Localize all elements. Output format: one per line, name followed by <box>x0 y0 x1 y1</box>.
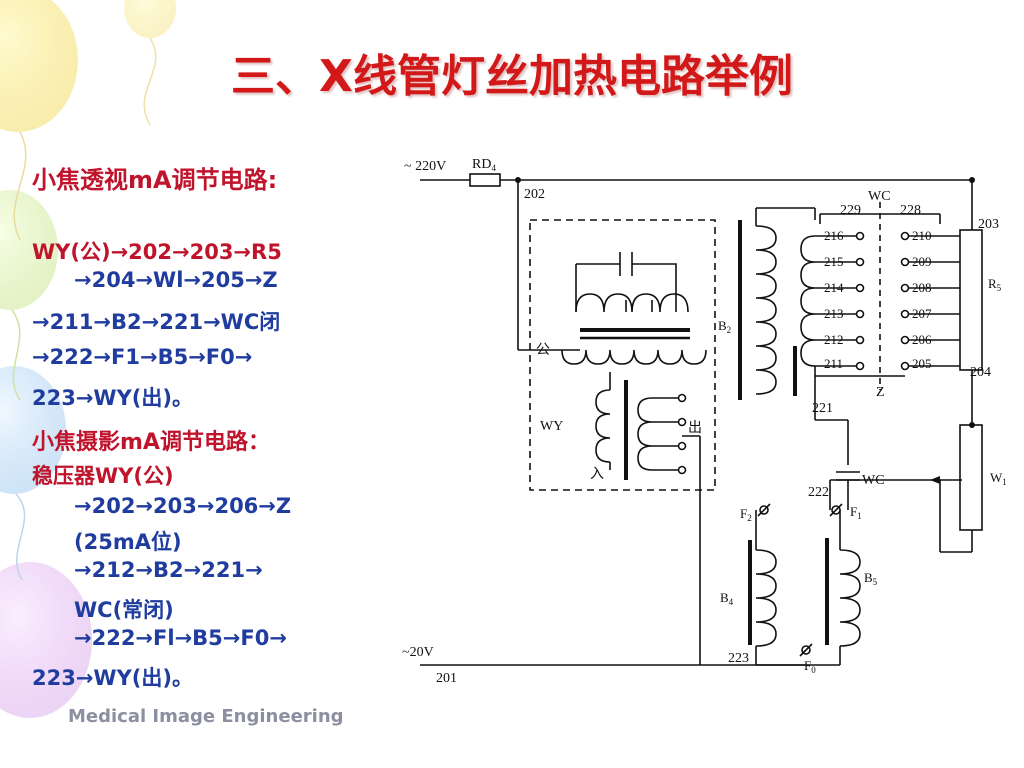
label-rd4: RD4 <box>472 157 496 173</box>
label-215: 215 <box>824 254 844 269</box>
balloon-string <box>15 493 26 581</box>
slide-title: 三、X线管灯丝加热电路举例 <box>231 51 793 102</box>
label-ru: 入 <box>590 467 604 482</box>
label-202: 202 <box>524 187 545 202</box>
label-210: 210 <box>912 228 932 243</box>
label-220v: ~ 220V <box>404 159 446 174</box>
radio-line-3: (25mA位) <box>74 530 182 554</box>
radio-line-6: →222→Fl→B5→F0→ <box>74 626 287 650</box>
label-b5: B5 <box>864 570 878 587</box>
filament-circuit-diagram: ~ 220V RD4 202 WC 229 228 203 216 215 21… <box>402 157 1007 686</box>
label-214: 214 <box>824 280 844 295</box>
label-f0: F0 <box>804 658 816 675</box>
label-f1: F1 <box>850 504 862 521</box>
label-wy: WY <box>540 419 563 434</box>
label-229: 229 <box>840 203 861 218</box>
radio-line-2: →202→203→206→Z <box>74 494 292 518</box>
radio-line-1: 稳压器WY(公) <box>32 464 174 488</box>
radio-heading: 小焦摄影mA调节电路： <box>32 430 270 455</box>
label-wc-top: WC <box>868 189 891 204</box>
balloon-blue <box>0 366 66 494</box>
label-213: 213 <box>824 306 844 321</box>
balloon-yellow-small <box>124 0 176 38</box>
label-206: 206 <box>912 332 932 347</box>
label-b4: B4 <box>720 590 734 607</box>
label-208: 208 <box>912 280 932 295</box>
label-b2: B2 <box>718 318 731 335</box>
fluoro-heading: 小焦透视mA调节电路: <box>32 166 278 194</box>
label-211: 211 <box>824 356 843 371</box>
label-216: 216 <box>824 228 844 243</box>
label-gong: 公 <box>536 343 550 358</box>
label-221: 221 <box>812 401 833 416</box>
fluoro-line-1: WY(公)→202→203→R5 <box>32 240 282 264</box>
radio-line-5: WC(常闭) <box>74 598 174 622</box>
footer-text: Medical Image Engineering <box>68 706 344 727</box>
balloon-string <box>11 309 21 401</box>
label-r5: R5 <box>988 276 1002 293</box>
label-212: 212 <box>824 332 844 347</box>
radio-line-7: 223→WY(出)。 <box>32 666 193 690</box>
label-207: 207 <box>912 306 932 321</box>
balloon-purple <box>0 562 92 718</box>
label-chu: 出 <box>688 420 702 436</box>
label-223: 223 <box>728 651 749 666</box>
balloon-yellow <box>0 0 78 132</box>
label-205: 205 <box>912 356 932 371</box>
label-wc-mid: WC <box>862 473 885 488</box>
fluoro-line-3: →211→B2→221→WC闭 <box>32 310 281 334</box>
label-203: 203 <box>978 217 999 232</box>
balloon-string <box>143 37 157 126</box>
fluoro-line-4: →222→F1→B5→F0→ <box>32 345 253 369</box>
label-z: Z <box>876 385 885 400</box>
label-w1: W1 <box>990 470 1007 487</box>
fluoro-line-2: →204→Wl→205→Z <box>74 268 278 292</box>
radio-line-4: →212→B2→221→ <box>74 558 263 582</box>
label-209: 209 <box>912 254 932 269</box>
label-204: 204 <box>970 365 991 380</box>
label-201: 201 <box>436 671 457 686</box>
label-222: 222 <box>808 485 829 500</box>
fluoro-line-5: 223→WY(出)。 <box>32 386 193 410</box>
balloon-string <box>13 131 27 241</box>
label-20v: ~20V <box>402 645 434 660</box>
label-228: 228 <box>900 203 921 218</box>
label-f2: F2 <box>740 506 752 523</box>
